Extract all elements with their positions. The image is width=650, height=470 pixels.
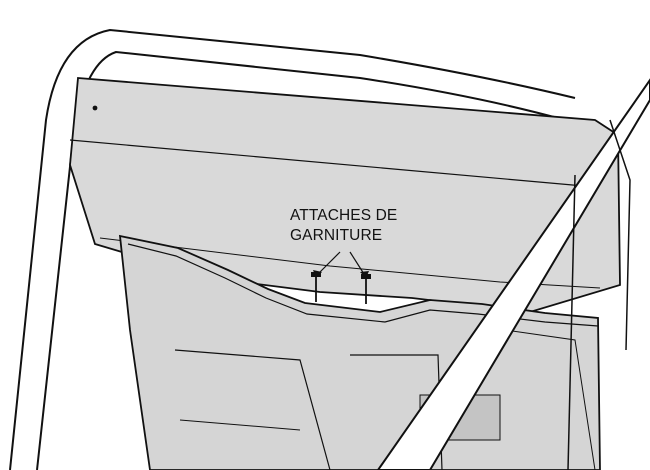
- callout-label: ATTACHES DE GARNITURE: [290, 206, 430, 246]
- roll-cage-diagonal-tube: [376, 78, 650, 470]
- callout-line-1: ATTACHES DE: [290, 207, 398, 224]
- leader-arrow-icon: [313, 251, 369, 278]
- callout-line-2: GARNITURE: [290, 227, 383, 244]
- rear-panel: [69, 77, 621, 313]
